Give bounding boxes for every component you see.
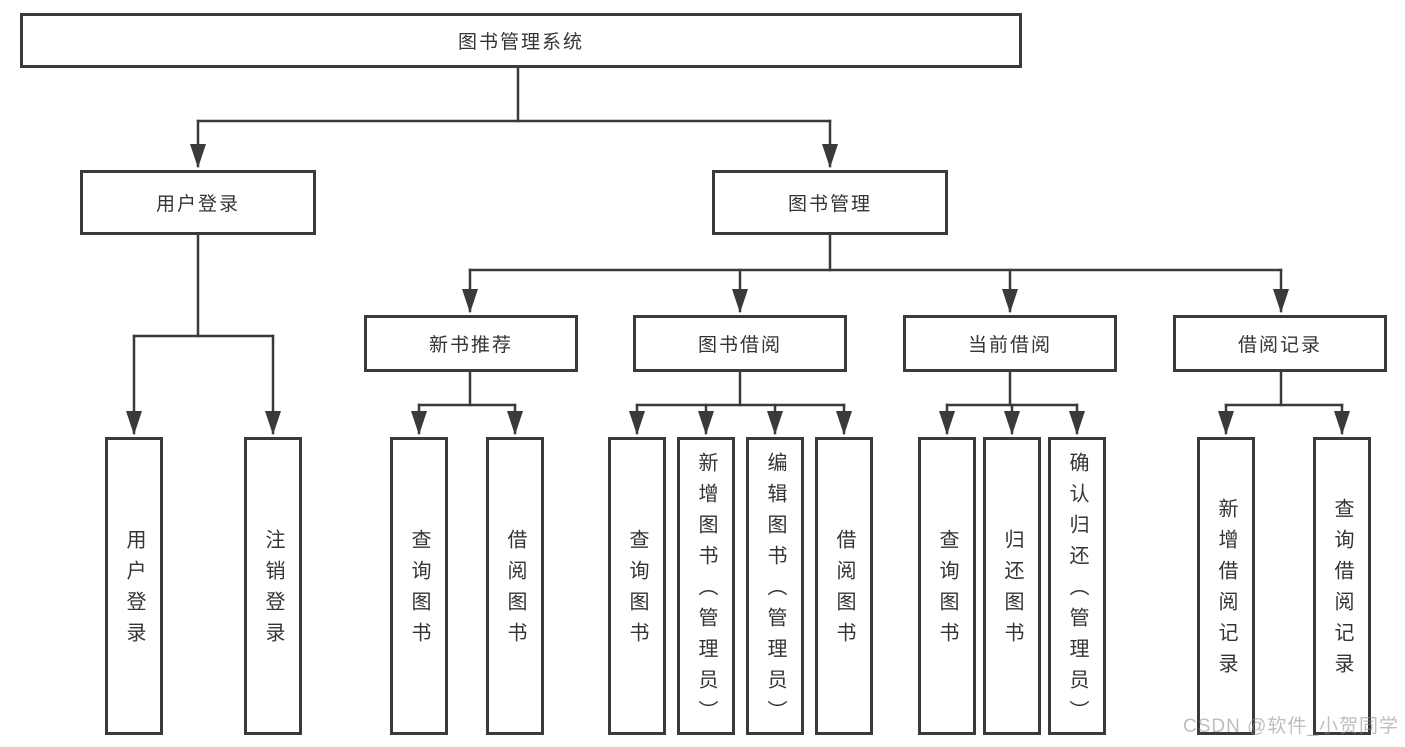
arrowhead-borrow-books-2 [836,411,852,435]
leaf-borrow-books-1: 借阅图书 [486,437,544,735]
arrowhead-book-management [822,144,838,168]
watermark: CSDN @软件_小贺同学 [1183,716,1399,737]
node-current-borrow: 当前借阅 [903,315,1117,372]
arrowhead-query-books-3 [939,411,955,435]
leaf-borrow-books-2: 借阅图书 [815,437,873,735]
leaf-label: 确认归还（管理员） [1066,451,1088,731]
leaf-label: 新增借阅记录 [1215,498,1237,684]
leaf-label: 新增图书（管理员） [695,451,717,731]
arrowhead-borrow-books-1 [507,411,523,435]
leaf-edit-book-admin: 编辑图书（管理员） [746,437,804,735]
leaf-add-borrow-record: 新增借阅记录 [1197,437,1255,735]
arrowhead-leaf-logout [265,411,281,435]
leaf-label: 查询图书 [936,529,958,653]
arrowhead-confirm-return [1069,411,1085,435]
leaf-label: 借阅图书 [504,529,526,653]
leaf-label: 查询借阅记录 [1331,498,1353,684]
node-label: 图书借阅 [697,335,782,356]
arrowhead-leaf-user-login [126,411,142,435]
arrowhead-query-record [1334,411,1350,435]
arrowhead-edit-book [767,411,783,435]
leaf-return-book: 归还图书 [983,437,1041,735]
leaf-query-books-1: 查询图书 [390,437,448,735]
leaf-label: 借阅图书 [833,529,855,653]
leaf-label: 注销登录 [262,529,284,653]
leaf-add-book-admin: 新增图书（管理员） [677,437,735,735]
leaf-label: 编辑图书（管理员） [764,451,786,731]
arrowhead-add-record [1218,411,1234,435]
node-label: 用户登录 [155,194,240,215]
arrowhead-borrow-records [1273,289,1289,313]
leaf-query-books-3: 查询图书 [918,437,976,735]
leaf-label: 查询图书 [626,529,648,653]
leaf-user-login: 用户登录 [105,437,163,735]
arrowhead-return-book [1004,411,1020,435]
node-borrow-records: 借阅记录 [1173,315,1387,372]
node-label: 当前借阅 [967,335,1052,356]
leaf-confirm-return-admin: 确认归还（管理员） [1048,437,1106,735]
node-book-borrow: 图书借阅 [633,315,847,372]
node-root: 图书管理系统 [20,13,1022,68]
leaf-label: 查询图书 [408,529,430,653]
arrowhead-book-borrow [732,289,748,313]
arrowhead-query-books-1 [411,411,427,435]
node-new-book-recommend: 新书推荐 [364,315,578,372]
node-label: 借阅记录 [1237,335,1322,356]
leaf-query-borrow-record: 查询借阅记录 [1313,437,1371,735]
leaf-logout: 注销登录 [244,437,302,735]
leaf-query-books-2: 查询图书 [608,437,666,735]
arrowhead-user-login [190,144,206,168]
arrowhead-new-book [462,289,478,313]
node-user-login-branch: 用户登录 [80,170,316,235]
node-book-management: 图书管理 [712,170,948,235]
node-label: 新书推荐 [428,335,513,356]
leaf-label: 归还图书 [1001,529,1023,653]
arrowhead-query-books-2 [629,411,645,435]
node-root-label: 图书管理系统 [457,32,584,53]
arrowhead-add-book [698,411,714,435]
arrowhead-current-borrow [1002,289,1018,313]
leaf-label: 用户登录 [123,529,145,653]
node-label: 图书管理 [787,194,872,215]
